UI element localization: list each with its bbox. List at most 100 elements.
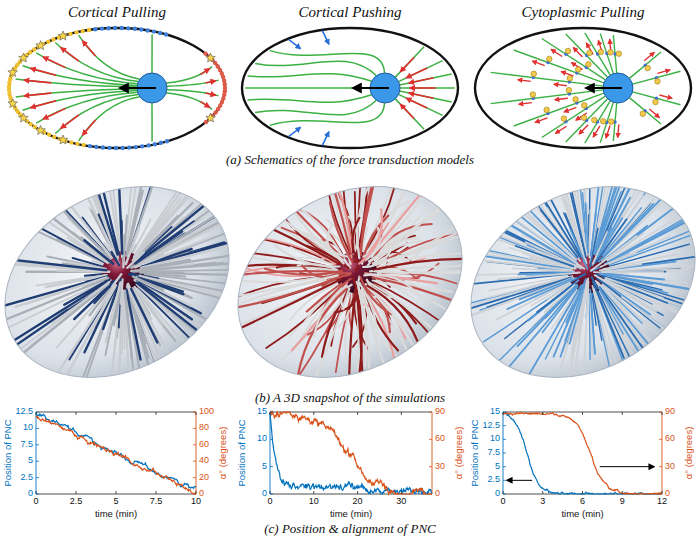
tick-mark — [503, 453, 506, 454]
cargo — [544, 107, 550, 113]
microtubule — [248, 74, 372, 82]
force-arrow — [533, 61, 545, 65]
microtubule-rod — [139, 283, 192, 320]
microtubule — [491, 72, 604, 86]
tick-label: 0 — [28, 489, 33, 499]
position-curve — [36, 414, 196, 489]
tick-label: 7.5 — [20, 440, 33, 450]
force-arrow — [43, 57, 65, 68]
cortical-motor — [29, 122, 33, 126]
force-arrow — [61, 48, 79, 61]
tick-mark — [270, 494, 273, 495]
axis-pointer-arrow — [507, 480, 532, 481]
cortical-motor — [107, 146, 111, 150]
microtubule — [151, 103, 153, 142]
microtubule — [491, 90, 604, 104]
cargo — [616, 51, 622, 57]
tick-label: 100 — [199, 407, 214, 417]
tick-mark — [503, 491, 504, 494]
cargo — [530, 92, 536, 98]
force-arrow — [289, 127, 301, 136]
cortical-pushing-snapshot — [194, 119, 516, 432]
force-generator-star — [206, 53, 216, 62]
cortical-motor — [7, 92, 11, 96]
cortical-motor — [101, 145, 105, 149]
cortical-motor — [203, 51, 207, 55]
tick-label: 2.5 — [20, 473, 33, 483]
tick-mark — [313, 412, 314, 415]
tick-mark — [542, 491, 543, 494]
force-arrow — [406, 98, 427, 108]
panel-caption: (a) Schematics of the force transduction… — [226, 153, 474, 167]
cargo — [608, 119, 614, 125]
microtubule-rod — [597, 289, 656, 412]
tick-label: 10 — [23, 423, 33, 433]
tick-mark — [429, 466, 432, 467]
tick-mark — [196, 412, 197, 415]
tick-mark — [429, 494, 432, 495]
tick-label: 30 — [396, 497, 406, 507]
cortical-motor — [28, 50, 32, 54]
microtubule — [79, 35, 140, 79]
tick-label: 12 — [657, 497, 667, 507]
microtubule — [166, 67, 212, 83]
line-chart — [503, 412, 662, 494]
microtubule-rod — [523, 285, 581, 385]
tick-label: 90 — [435, 407, 445, 417]
cortical-motor — [100, 26, 104, 30]
cortical-motor — [69, 140, 73, 144]
force-arrow — [644, 52, 654, 60]
microtubule-rod — [133, 288, 152, 319]
axis-line — [432, 412, 433, 494]
tick-mark — [659, 494, 662, 495]
force-arrow — [556, 126, 567, 133]
microtubule-rod — [498, 273, 578, 279]
tick-mark — [196, 491, 197, 494]
microtubule-rod — [526, 242, 582, 268]
microtubule-rod — [84, 240, 113, 263]
microtubule-rod — [605, 278, 667, 303]
microtubule-rod — [603, 277, 700, 311]
microtubule-rod — [362, 290, 393, 389]
microtubule-rod — [554, 288, 583, 357]
microtubule-rod — [352, 261, 360, 270]
microtubule-rod — [570, 290, 585, 369]
position-curve — [503, 413, 662, 494]
cargo — [565, 48, 571, 54]
tick-mark — [503, 466, 506, 467]
microtubule-rod — [599, 288, 648, 367]
force-arrow — [535, 118, 547, 122]
tick-label: 0 — [33, 497, 38, 507]
cell-cortex — [475, 28, 691, 148]
microtubule-rod — [591, 137, 604, 255]
tick-label: 5 — [495, 462, 500, 472]
tick-mark — [503, 480, 506, 481]
axis-line — [196, 412, 197, 494]
tick-mark — [542, 412, 543, 415]
microtubule — [395, 99, 424, 129]
cargo — [586, 61, 592, 67]
microtubule-rod — [353, 218, 360, 260]
cell-shell — [204, 149, 495, 415]
microtubule — [400, 74, 452, 85]
cortical-motor — [120, 26, 124, 30]
microtubule-rod — [601, 287, 679, 382]
microtubule-bundle — [446, 117, 700, 418]
force-arrow — [518, 80, 531, 82]
alignment-curve — [503, 413, 662, 494]
axis-title: Position of PNC — [470, 419, 480, 486]
force-arrow — [289, 39, 301, 48]
tick-mark — [622, 491, 623, 494]
tick-mark — [36, 477, 39, 478]
microtubule — [399, 94, 443, 115]
cargo — [575, 67, 581, 73]
tick-mark — [503, 439, 506, 440]
axis-line — [270, 412, 271, 494]
cortical-motor — [152, 29, 156, 33]
cargo — [567, 75, 573, 81]
microtubule-rod — [516, 246, 574, 266]
microtubule — [16, 79, 137, 87]
tick-label: 5 — [28, 456, 33, 466]
force-arrow — [205, 81, 215, 83]
tick-mark — [622, 412, 623, 415]
